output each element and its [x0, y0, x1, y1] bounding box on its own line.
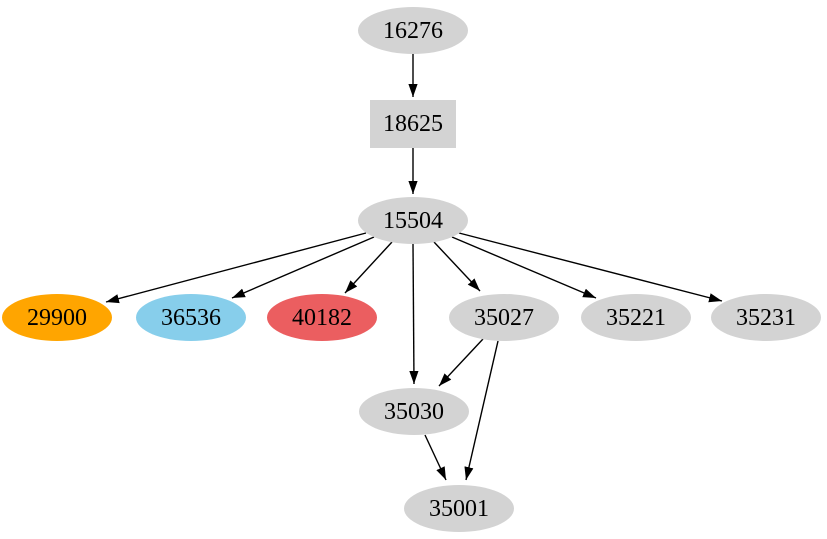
node-29900: 29900: [2, 294, 112, 341]
node-36536: 36536: [136, 294, 246, 341]
node-label: 16276: [383, 17, 443, 44]
edge-15504-35231: [458, 232, 723, 303]
node-label: 15504: [383, 207, 443, 234]
node-35001: 35001: [404, 485, 514, 532]
edge-35030-35001: [424, 434, 447, 481]
edge-15504-35221: [451, 236, 597, 299]
node-label: 40182: [292, 304, 352, 331]
node-35221: 35221: [581, 294, 691, 341]
node-label: 35001: [429, 495, 489, 522]
node-16276: 16276: [358, 7, 468, 54]
node-label: 35030: [384, 398, 444, 425]
node-18625: 18625: [370, 100, 456, 148]
node-label: 35027: [474, 304, 534, 331]
edge-15504-40182: [344, 241, 393, 294]
node-label: 18625: [383, 111, 443, 137]
node-label: 35231: [736, 304, 796, 331]
node-40182: 40182: [267, 294, 377, 341]
edge-15504-35027: [433, 241, 481, 292]
node-35030: 35030: [359, 388, 469, 435]
node-15504: 15504: [358, 197, 468, 244]
edge-35027-35030: [438, 338, 484, 387]
node-label: 35221: [606, 304, 666, 331]
node-35231: 35231: [711, 294, 821, 341]
edge-15504-35030: [409, 243, 419, 385]
node-label: 36536: [161, 304, 221, 331]
edge-15504-36536: [231, 236, 375, 299]
node-35027: 35027: [449, 294, 559, 341]
edge-15504-29900: [105, 232, 367, 304]
edge-35027-35001: [464, 340, 499, 481]
node-label: 29900: [27, 304, 87, 331]
